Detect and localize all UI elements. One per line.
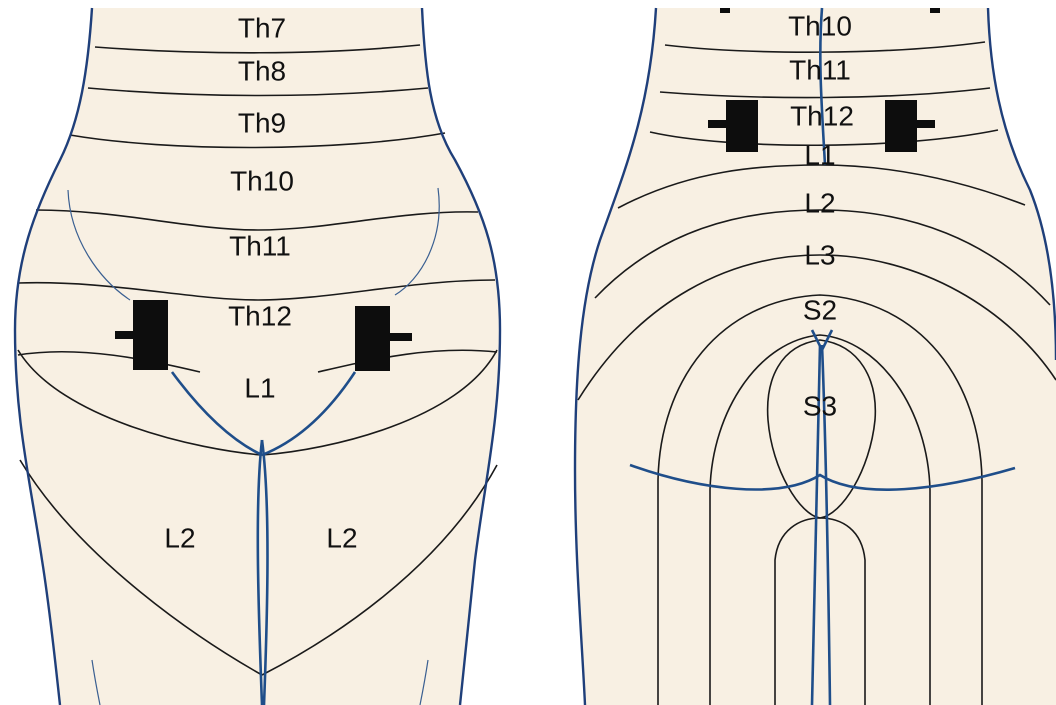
front-label-th8: Th8 (238, 55, 286, 86)
front-label-l2-left: L2 (164, 522, 195, 553)
back-label-th12: Th12 (790, 100, 854, 131)
back-top-mark-right (930, 8, 940, 13)
back-label-s2: S2 (803, 294, 837, 325)
front-label-th11: Th11 (229, 230, 291, 261)
back-label-th11: Th11 (789, 54, 851, 85)
front-label-th9: Th9 (238, 107, 286, 138)
front-label-th12: Th12 (228, 300, 292, 331)
back-label-s3: S3 (803, 390, 837, 421)
front-label-th7: Th7 (238, 12, 286, 43)
front-label-l1: L1 (244, 372, 275, 403)
back-label-l3: L3 (804, 239, 835, 270)
front-label-l2-right: L2 (326, 522, 357, 553)
back-label-l2: L2 (804, 187, 835, 218)
front-view: Th7 Th8 Th9 Th10 Th11 Th12 L1 L2 L2 (15, 8, 500, 705)
back-label-th10: Th10 (788, 10, 852, 41)
back-top-mark-left (720, 8, 730, 13)
back-label-l1: L1 (804, 139, 835, 170)
front-label-th10: Th10 (230, 165, 294, 196)
back-view: Th10 Th11 Th12 L1 L2 L3 S2 S3 (575, 8, 1056, 705)
